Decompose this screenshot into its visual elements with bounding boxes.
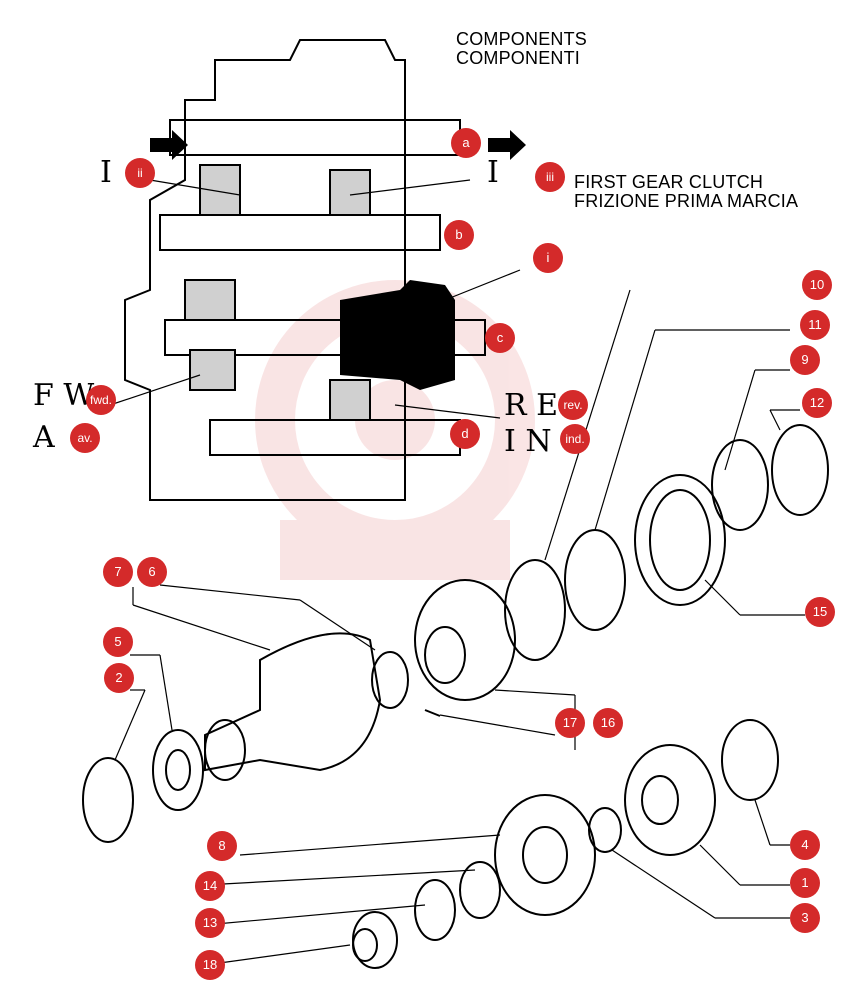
side-mark-i-right: I	[487, 155, 499, 190]
callout-b: b	[444, 220, 474, 250]
callout-iii: iii	[535, 162, 565, 192]
first-gear-clutch-highlight	[340, 280, 455, 390]
leader-lines-top	[109, 179, 521, 419]
callout-1: 1	[790, 868, 820, 898]
callout-7: 7	[103, 557, 133, 587]
callout-a: a	[451, 128, 481, 158]
side-mark-i-left: I	[100, 155, 112, 190]
leader-lines-bottom	[114, 289, 805, 966]
callout-17: 17	[555, 708, 585, 738]
callout-9: 9	[790, 345, 820, 375]
callout-15: 15	[805, 597, 835, 627]
callout-8: 8	[207, 831, 237, 861]
direction-arrows	[150, 130, 526, 160]
callout-10: 10	[802, 270, 832, 300]
callout-c: c	[485, 323, 515, 353]
callout-3: 3	[790, 903, 820, 933]
callout-16: 16	[593, 708, 623, 738]
callout-6: 6	[137, 557, 167, 587]
callout-i: i	[533, 243, 563, 273]
callout-4: 4	[790, 830, 820, 860]
callout-12: 12	[802, 388, 832, 418]
callout-13: 13	[195, 908, 225, 938]
side-mark-in: I N	[504, 424, 552, 459]
title-line-1: COMPONENTS	[456, 29, 588, 49]
callout-ind: ind.	[560, 424, 590, 454]
callout-5: 5	[103, 627, 133, 657]
title-line-2: COMPONENTI	[456, 48, 581, 68]
callout-18: 18	[195, 950, 225, 980]
callout-11: 11	[800, 310, 830, 340]
subtitle-line-1: FIRST GEAR CLUTCH	[574, 172, 764, 192]
side-mark-fw: F W	[33, 378, 95, 413]
callout-av: av.	[70, 423, 100, 453]
callout-d: d	[450, 419, 480, 449]
callout-fwd: fwd.	[86, 385, 116, 415]
subtitle-line-2: FRIZIONE PRIMA MARCIA	[574, 191, 799, 211]
callout-rev: rev.	[558, 390, 588, 420]
exploded-parts	[82, 424, 829, 969]
callout-ii: ii	[125, 158, 155, 188]
callout-14: 14	[195, 871, 225, 901]
callout-2: 2	[104, 663, 134, 693]
side-mark-re: R E	[504, 388, 559, 423]
side-mark-a: A	[33, 420, 55, 455]
